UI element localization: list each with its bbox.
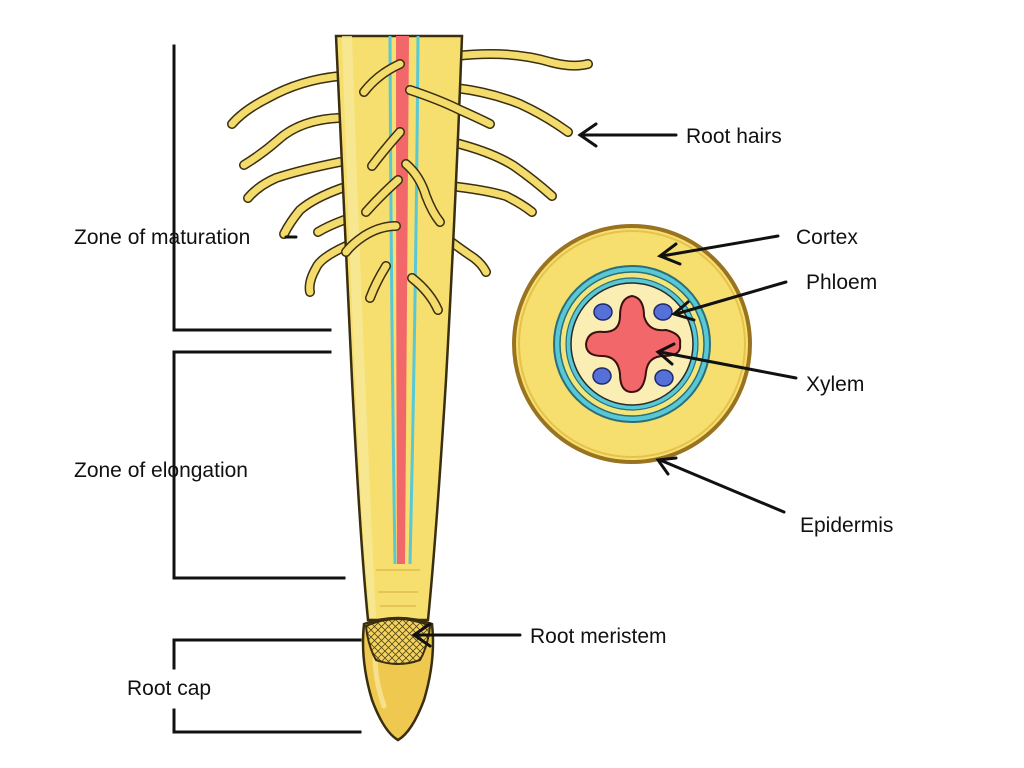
- bracket-root-cap: [172, 638, 362, 734]
- label-zone-of-maturation: Zone of maturation: [74, 226, 251, 249]
- arrow-phloem: [670, 280, 788, 322]
- bracket-zone-of-maturation: [172, 44, 332, 332]
- zone-brackets: [172, 44, 362, 734]
- xylem-cross: [584, 294, 682, 394]
- arrow-xylem: [655, 342, 798, 380]
- bracket-zone-of-elongation: [172, 350, 346, 580]
- arrow-epidermis: [655, 456, 786, 514]
- label-zone-of-elongation: Zone of elongation: [74, 459, 248, 482]
- label-phloem: Phloem: [806, 271, 878, 294]
- root-meristem: [364, 618, 432, 665]
- label-xylem: Xylem: [806, 373, 865, 396]
- phloem-blob: [593, 303, 613, 321]
- phloem-blob: [592, 367, 612, 385]
- root-body: [334, 34, 464, 622]
- vascular-cyan-right: [408, 35, 420, 565]
- root-hair-bases: [341, 59, 495, 315]
- arrow-root-hairs: [577, 122, 678, 148]
- label-root-cap: Root cap: [127, 677, 212, 700]
- phloem-blob: [654, 369, 674, 387]
- label-epidermis: Epidermis: [800, 514, 894, 537]
- root-cross-section: [512, 224, 752, 464]
- phloem-blob: [653, 303, 673, 321]
- leader-arrows: [284, 122, 798, 648]
- label-cortex: Cortex: [796, 226, 858, 249]
- label-root-meristem: Root meristem: [530, 625, 667, 648]
- root-hairs: [227, 49, 593, 297]
- vascular-cyan-left: [388, 35, 397, 565]
- arrow-root-meristem: [411, 622, 522, 648]
- label-root-hairs: Root hairs: [686, 125, 782, 148]
- arrow-cortex: [656, 234, 780, 266]
